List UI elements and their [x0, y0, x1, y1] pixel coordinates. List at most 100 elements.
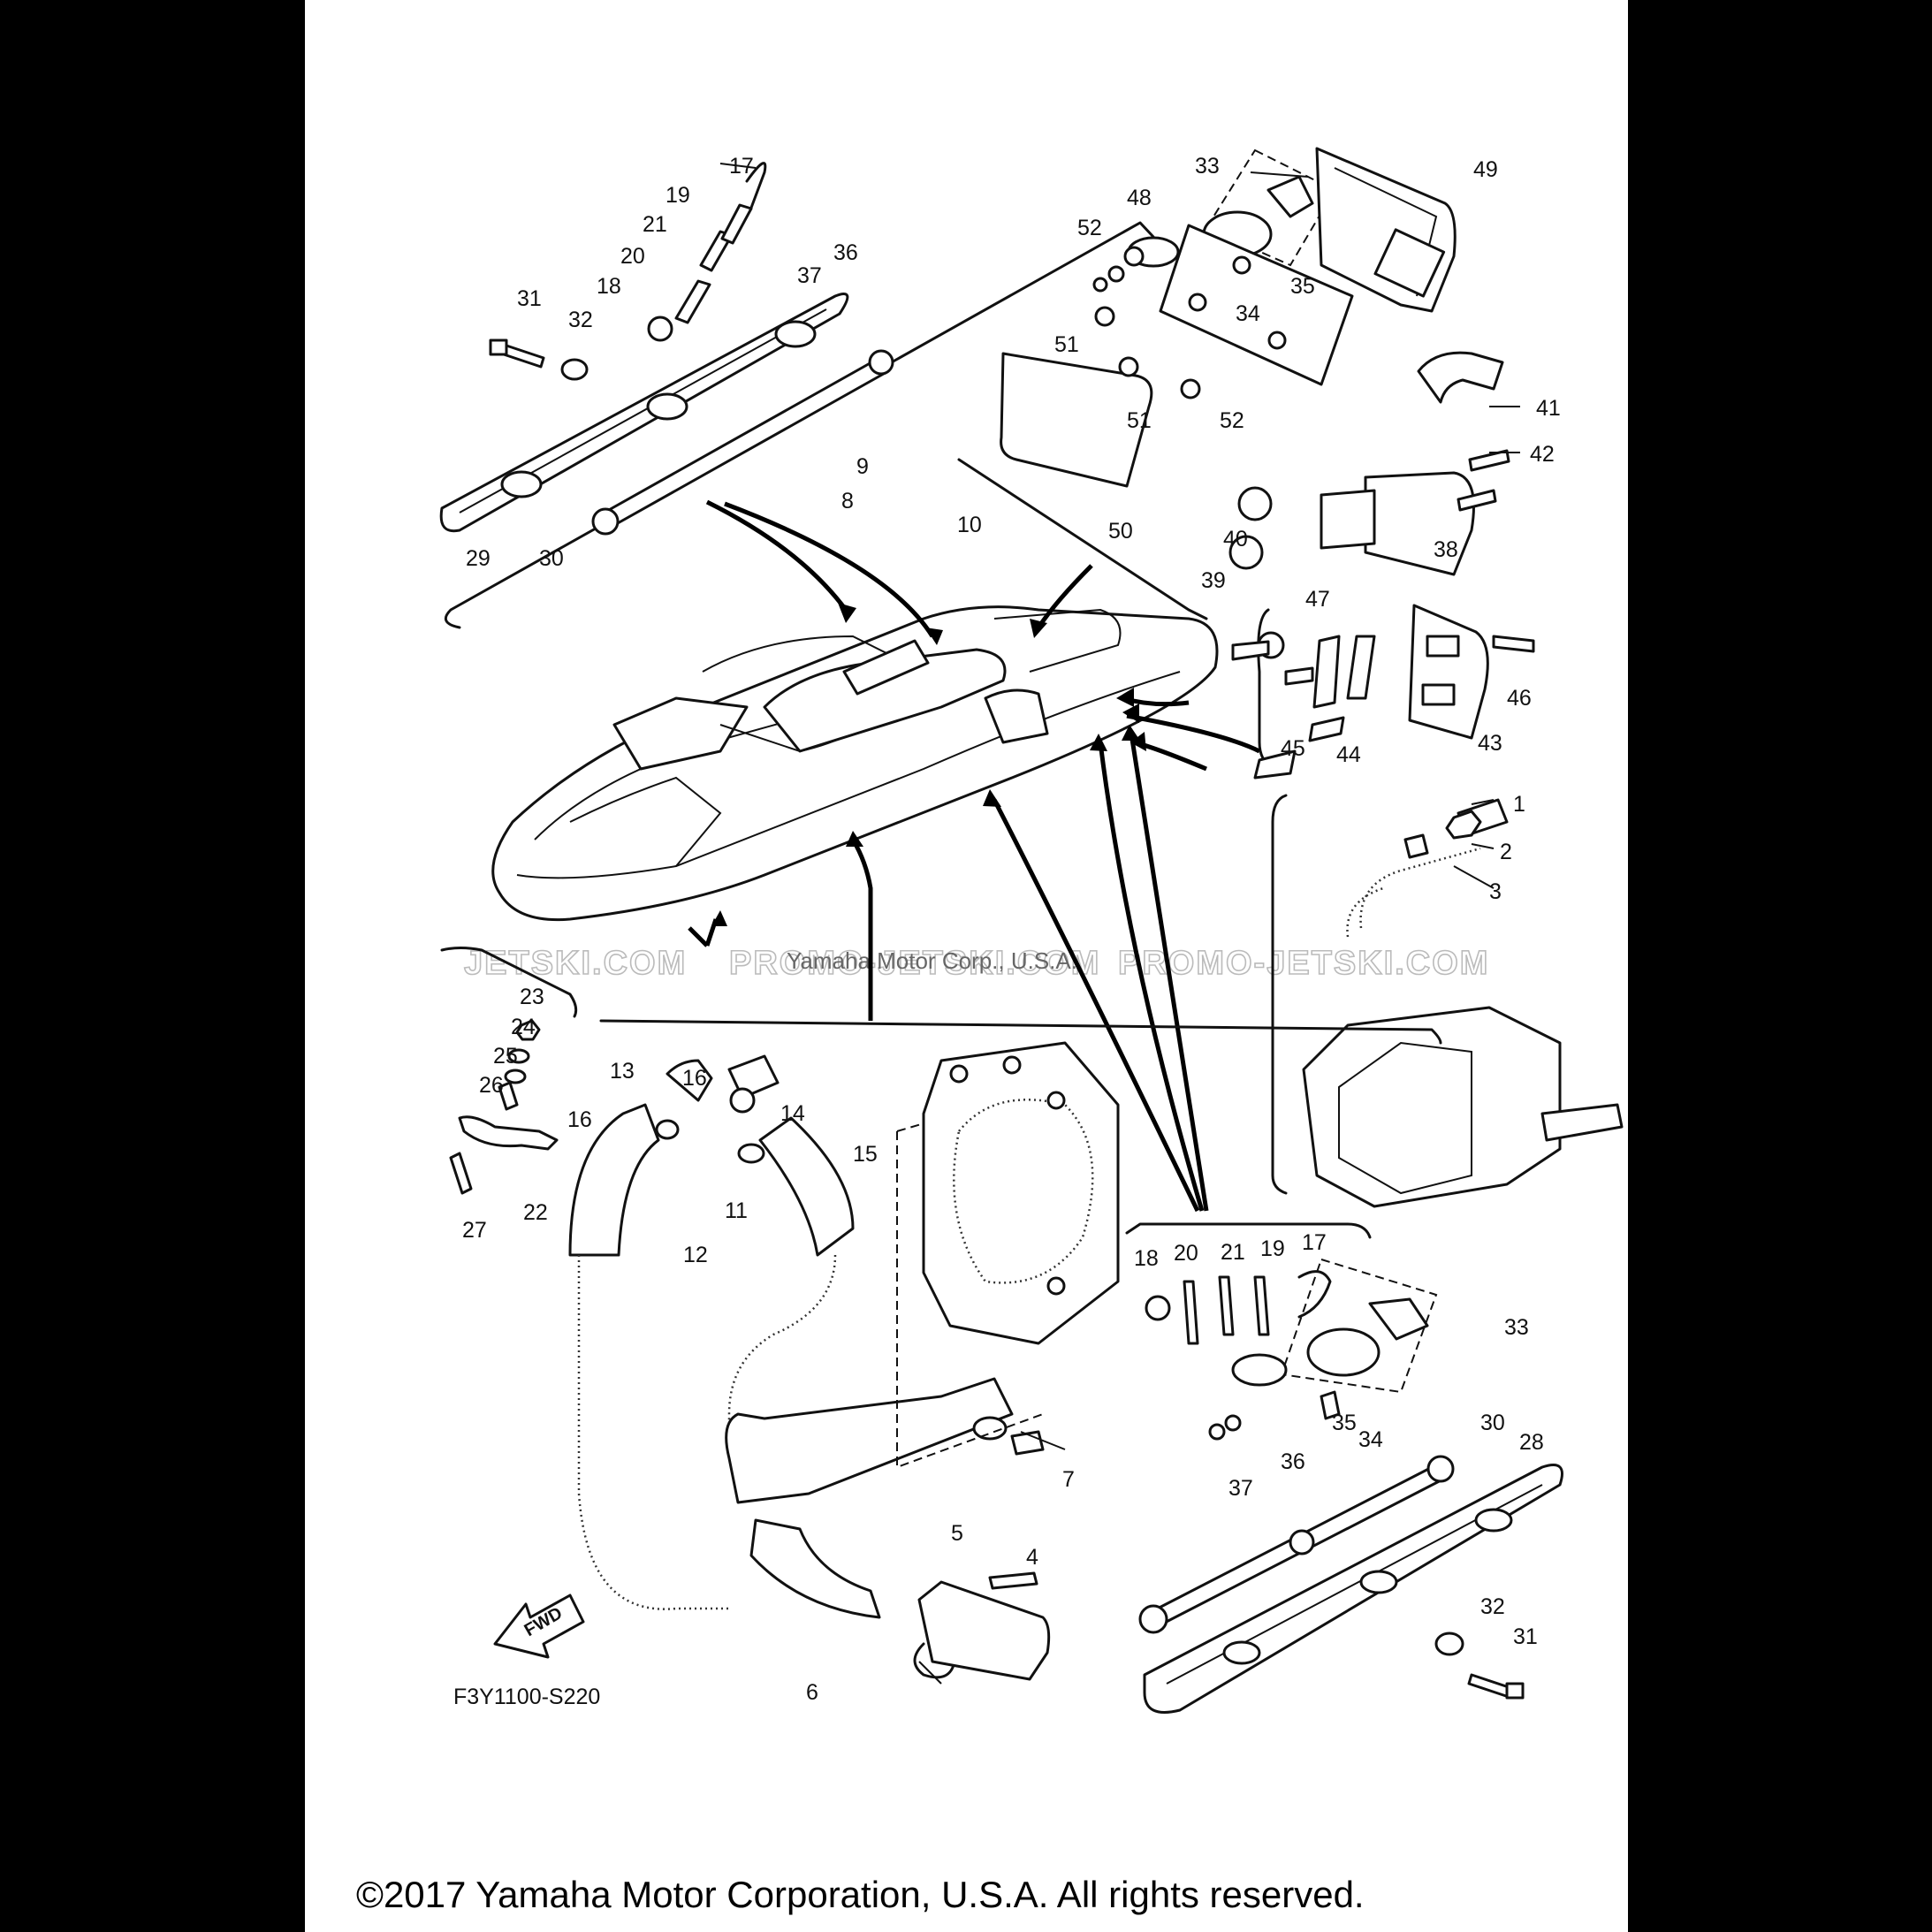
callout-c51b: 51 — [1127, 408, 1152, 433]
callout-c48: 48 — [1127, 186, 1152, 210]
pad-50 — [1000, 352, 1153, 488]
callout-c35a: 35 — [1290, 274, 1315, 299]
hull-outline — [491, 605, 1219, 922]
watermark-owner: Yamaha Motor Corp., U.S.A. — [787, 947, 1077, 974]
storage-box-group — [957, 147, 1510, 620]
callout-c26: 26 — [479, 1073, 504, 1098]
callout-c4: 4 — [1026, 1545, 1038, 1570]
callout-c43: 43 — [1478, 731, 1502, 756]
callout-c34a: 34 — [1236, 301, 1260, 326]
callout-c28: 28 — [1519, 1430, 1544, 1455]
fwd-arrow-icon — [493, 1594, 585, 1659]
callout-c38: 38 — [1434, 537, 1458, 562]
callout-c5: 5 — [951, 1521, 963, 1546]
callout-c9: 9 — [856, 454, 869, 479]
bracket-22-group — [440, 947, 578, 1195]
callout-c3: 3 — [1489, 879, 1502, 904]
callout-c49: 49 — [1473, 157, 1498, 182]
callout-c20b: 20 — [1174, 1241, 1198, 1266]
callout-c21b: 21 — [1221, 1240, 1245, 1265]
copyright-notice: ©2017 Yamaha Motor Corporation, U.S.A. A… — [356, 1874, 1365, 1915]
callout-c2: 2 — [1500, 840, 1512, 864]
callout-c13: 13 — [610, 1059, 635, 1084]
callout-c35b: 35 — [1332, 1411, 1357, 1435]
callout-c39: 39 — [1201, 568, 1226, 593]
callout-c1: 1 — [1513, 792, 1525, 817]
callout-c52a: 52 — [1077, 216, 1102, 240]
callout-c11: 11 — [725, 1198, 748, 1223]
hose-15 — [758, 1116, 855, 1257]
callout-c19b: 19 — [1260, 1236, 1285, 1261]
callout-c32a: 32 — [568, 308, 593, 332]
callout-c34b: 34 — [1358, 1427, 1383, 1452]
pump-housing — [1302, 1006, 1562, 1208]
callout-c12: 12 — [683, 1243, 708, 1267]
bracket-22 — [458, 1115, 559, 1151]
housing-group — [896, 1041, 1120, 1469]
callout-c37b: 37 — [1228, 1476, 1253, 1501]
callout-c14: 14 — [780, 1101, 805, 1126]
bracket-43-group — [1257, 604, 1535, 771]
callout-c27: 27 — [462, 1218, 487, 1243]
diagram-code: F3Y1100-S220 — [453, 1685, 600, 1709]
callout-c15: 15 — [853, 1142, 878, 1167]
hose-group — [568, 1019, 1442, 1681]
watercraft-hull — [491, 605, 1345, 922]
callout-c52b: 52 — [1220, 408, 1244, 433]
callout-c7: 7 — [1062, 1467, 1075, 1492]
impeller-housing — [922, 1041, 1120, 1345]
watermark: JETSKI.COM PROMO-JETSKI.COM PROMO-JETSKI… — [463, 944, 1489, 983]
callout-c30a: 30 — [539, 546, 564, 571]
hose-12 — [568, 1103, 660, 1257]
callout-c36a: 36 — [833, 240, 858, 265]
callout-c6: 6 — [806, 1680, 818, 1705]
callout-c45: 45 — [1281, 736, 1305, 761]
callout-c50: 50 — [1108, 519, 1133, 544]
callout-c29: 29 — [466, 546, 491, 571]
watermark-mid: PROMO-JETSKI.COM — [729, 945, 1100, 982]
callout-c17b: 17 — [1302, 1230, 1327, 1255]
parts-diagram-sheet: JETSKI.COM PROMO-JETSKI.COM PROMO-JETSKI… — [305, 0, 1628, 1932]
watermark-right: PROMO-JETSKI.COM — [1118, 945, 1489, 982]
callout-c22: 22 — [523, 1200, 548, 1225]
callout-c18b: 18 — [1134, 1246, 1159, 1271]
callout-c30b: 30 — [1480, 1411, 1505, 1435]
callout-c17a: 17 — [729, 154, 754, 179]
leader-lines — [719, 163, 1520, 1685]
callout-c32b: 32 — [1480, 1594, 1505, 1619]
callout-c44: 44 — [1336, 742, 1361, 767]
callout-c21a: 21 — [643, 212, 667, 237]
callout-c46: 46 — [1507, 686, 1532, 711]
callout-c31b: 31 — [1513, 1624, 1538, 1649]
callout-c33b: 33 — [1504, 1315, 1529, 1340]
callout-c8: 8 — [841, 489, 854, 513]
callout-c19a: 19 — [666, 183, 690, 208]
callout-c24: 24 — [511, 1015, 536, 1039]
callout-c47: 47 — [1305, 587, 1330, 612]
exploded-parts-diagram: JETSKI.COM PROMO-JETSKI.COM PROMO-JETSKI… — [356, 147, 1624, 1915]
callout-c36b: 36 — [1281, 1449, 1305, 1474]
jet-pump-group — [1271, 794, 1624, 1208]
lower-grab-rail-group — [1125, 1222, 1563, 1714]
callout-c41: 41 — [1536, 396, 1561, 421]
callout-c42: 42 — [1530, 442, 1555, 467]
callout-c51a: 51 — [1054, 332, 1079, 357]
callout-c23: 23 — [520, 985, 544, 1009]
callout-c40: 40 — [1223, 527, 1248, 551]
fwd-indicator: FWD — [493, 1594, 585, 1659]
callout-c18a: 18 — [597, 274, 621, 299]
callout-c16b: 16 — [682, 1066, 707, 1091]
plate-48 — [1159, 224, 1354, 386]
bracket-43 — [1408, 604, 1489, 740]
sensor-box-5 — [917, 1580, 1051, 1681]
watermark-left: JETSKI.COM — [464, 945, 687, 982]
callout-c10: 10 — [957, 513, 982, 537]
callout-c33a: 33 — [1195, 154, 1220, 179]
callout-c25: 25 — [493, 1044, 518, 1069]
callout-c20a: 20 — [620, 244, 645, 269]
callout-c37a: 37 — [797, 263, 822, 288]
locator-arrows — [688, 499, 1261, 1213]
storage-box-49 — [1315, 147, 1457, 313]
callout-c16a: 16 — [567, 1107, 592, 1132]
